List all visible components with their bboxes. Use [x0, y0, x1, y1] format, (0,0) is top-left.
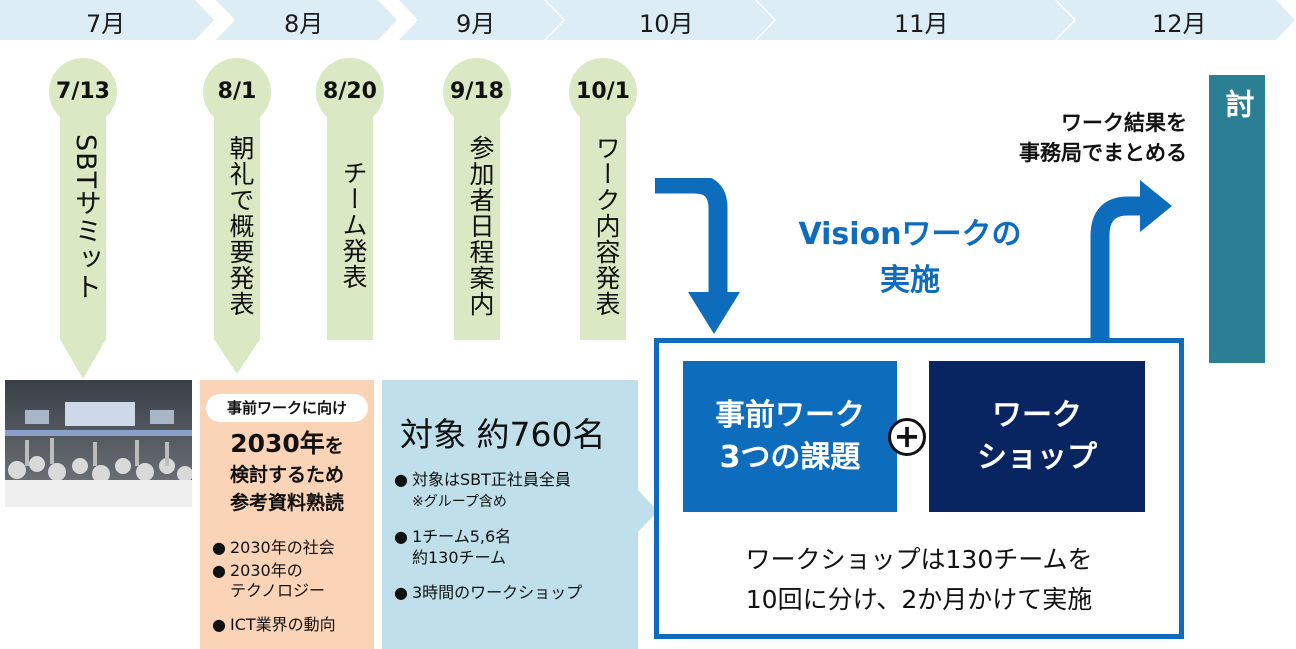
pre-work-line2: 3つの課題 [719, 439, 861, 475]
list-item: ●1チーム5,6名 約130チーム [394, 527, 512, 567]
list-item-text: 対象はSBT正社員全員 [412, 470, 571, 489]
milestone-label: 参加者日程案内 [466, 135, 495, 317]
summary-line2: 10回に分け、2か月かけて実施 [745, 585, 1093, 614]
pin-body-0801 [214, 90, 260, 340]
milestone-date: 8/20 [323, 79, 377, 104]
prep-heading-line1: 2030年を [200, 430, 374, 461]
list-item-note: 約130チーム [412, 548, 507, 567]
pin-body-0918 [454, 90, 500, 340]
month-label-sep: 9月 [456, 10, 496, 38]
up-right-arrow-icon [1090, 180, 1172, 340]
prep-heading-line2: 検討するため [229, 464, 344, 486]
month-label-oct: 10月 [639, 10, 694, 38]
milestone-date: 10/1 [576, 79, 630, 104]
prep-panel: 事前ワークに向け 2030年を 検討するため 参考資料熟読 ●2030年の社会 … [200, 380, 374, 649]
summary-line1: ワークショップは130チームを [745, 545, 1093, 574]
milestone-date: 9/18 [450, 79, 504, 104]
timeline-band [0, 0, 1295, 40]
target-panel: 対象 約760名 ●対象はSBT正社員全員 ※グループ含め ●1チーム5,6名 … [382, 380, 638, 649]
list-item-text: 2030年の [230, 561, 303, 580]
pin-tail-0713 [60, 339, 106, 379]
milestone-pins [49, 58, 637, 379]
workshop-box: ワークショップ [929, 361, 1145, 512]
pin-body-0713 [60, 90, 106, 340]
list-item-text: ICT業界の動向 [230, 615, 336, 634]
prep-heading: 2030年を 検討するため 参考資料熟読 [200, 430, 374, 517]
list-item: ●ICT業界の動向 [212, 615, 336, 634]
pre-work-line1: 事前ワーク [715, 397, 865, 433]
prep-heading-small: を [324, 435, 344, 457]
executive-review-box: 経営幹部による検討 [1209, 75, 1296, 363]
result-line1: ワーク結果を [1061, 111, 1187, 135]
executive-review-label: 経営幹部による検討 [1221, 89, 1296, 337]
milestone-date: 7/13 [56, 79, 110, 104]
pin-body-1001 [580, 90, 626, 340]
audience-image [5, 380, 192, 507]
workshop-line1: ワーク [992, 397, 1082, 433]
milestone-date: 8/1 [217, 79, 257, 104]
timeline-segment-dec [1057, 0, 1295, 40]
month-label-aug: 8月 [284, 10, 324, 38]
milestone-label: 朝礼で概要発表 [226, 135, 255, 317]
list-item-text: 3時間のワークショップ [412, 583, 583, 602]
milestone-label: チーム発表 [339, 160, 368, 290]
prep-heading-strong: 2030年 [230, 429, 325, 458]
vision-title: Visionワークの 実施 [760, 212, 1060, 304]
timeline-segment-oct [546, 0, 774, 40]
milestone-label: SBTサミット [70, 134, 101, 302]
pin-tail-0801 [214, 339, 260, 374]
list-item: ●2030年の [212, 561, 303, 580]
summit-photo [5, 380, 192, 507]
workshop-summary: ワークショップは130チームを 10回に分け、2か月かけて実施 [660, 540, 1178, 620]
prep-tag: 事前ワークに向け [206, 394, 368, 422]
pin-body-0820 [327, 90, 373, 340]
result-line2: 事務局でまとめる [1019, 141, 1187, 165]
month-label-dec: 12月 [1152, 10, 1207, 38]
list-item-note: ※グループ含め [412, 494, 507, 510]
list-item: ●2030年の社会 [212, 538, 335, 557]
vision-line1: Visionワークの [798, 217, 1022, 252]
timeline-segment-nov [757, 0, 1074, 40]
timeline-segment-sep [399, 0, 563, 40]
list-item: ●3時間のワークショップ [394, 583, 583, 602]
list-item-continued: テクノロジー [230, 581, 326, 600]
list-item-text: 2030年の社会 [230, 538, 335, 557]
list-item: ●対象はSBT正社員全員 ※グループ含め [394, 470, 571, 510]
vision-line2: 実施 [880, 263, 940, 298]
down-arrow-icon [655, 178, 740, 334]
list-item-text: 1チーム5,6名 [412, 527, 512, 546]
prep-heading-line3: 参考資料熟読 [229, 492, 344, 514]
plus-icon: + [888, 418, 926, 456]
timeline-segment-jul [0, 0, 214, 40]
workshop-line2: ショップ [977, 439, 1097, 475]
pre-work-box: 事前ワーク 3つの課題 [683, 361, 897, 512]
month-label-jul: 7月 [86, 10, 126, 38]
milestone-label: ワーク内容発表 [592, 135, 621, 317]
month-label-nov: 11月 [894, 10, 949, 38]
timeline-segment-aug [216, 0, 397, 40]
target-pointer [636, 488, 658, 534]
result-note: ワーク結果を 事務局でまとめる [955, 108, 1187, 168]
target-heading: 対象 約760名 [400, 415, 606, 454]
